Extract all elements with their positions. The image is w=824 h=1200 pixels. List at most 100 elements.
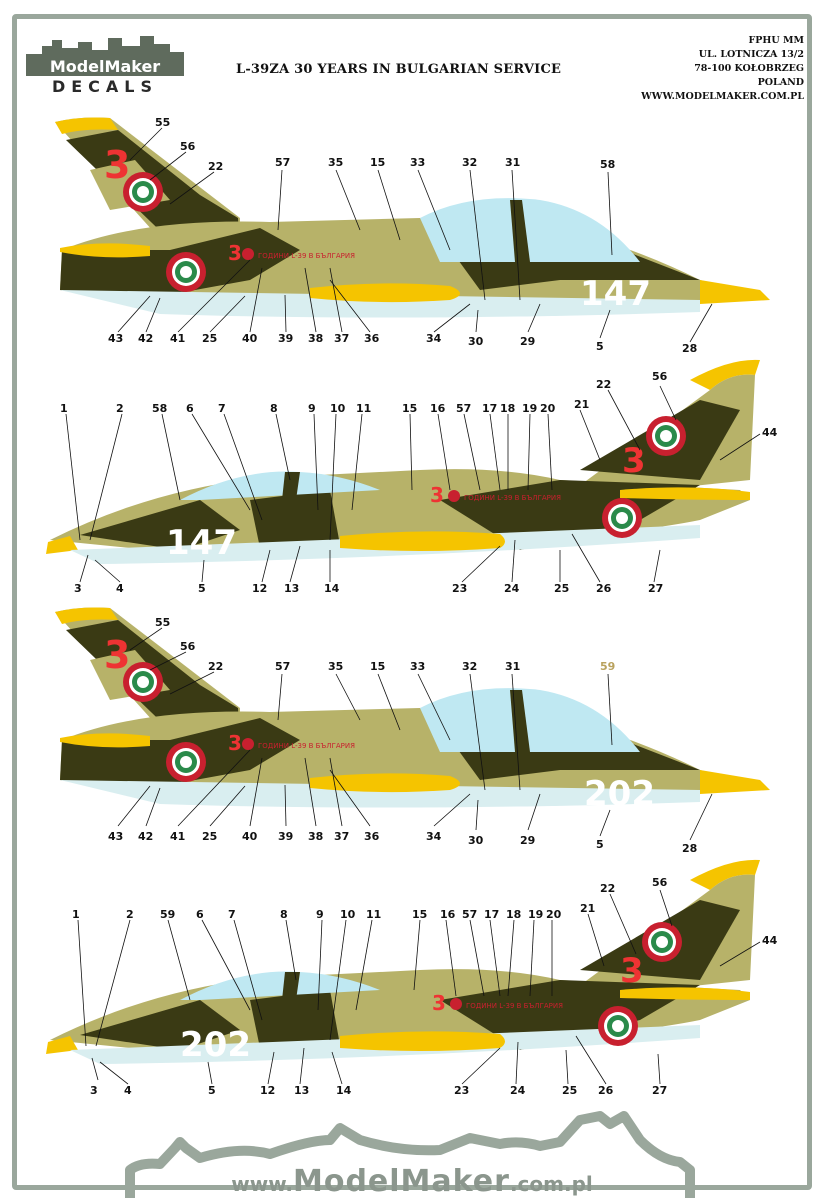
svg-text:29: 29 <box>520 335 535 348</box>
svg-text:23: 23 <box>454 1084 469 1097</box>
footer-skyline <box>125 1111 695 1198</box>
svg-text:44: 44 <box>762 426 778 439</box>
svg-text:25: 25 <box>554 582 569 595</box>
svg-text:59: 59 <box>600 660 615 673</box>
svg-text:8: 8 <box>270 402 278 415</box>
svg-text:15: 15 <box>370 156 385 169</box>
svg-text:4: 4 <box>116 582 124 595</box>
roundel-fuselage <box>602 498 642 538</box>
svg-text:55: 55 <box>155 116 170 129</box>
svg-text:58: 58 <box>152 402 167 415</box>
anniversary-code: 3 <box>432 991 446 1015</box>
roundel-fin <box>123 172 163 212</box>
aircraft-profile-147-right: 3 3 ГОДИНИ L-39 В БЪЛГАРИЯ 147 1 2 58 6 … <box>46 359 778 595</box>
svg-text:2: 2 <box>116 402 124 415</box>
svg-text:24: 24 <box>504 582 520 595</box>
svg-text:29: 29 <box>520 834 535 847</box>
svg-text:56: 56 <box>180 640 196 653</box>
anniversary-inscription: ГОДИНИ L-39 В БЪЛГАРИЯ <box>466 1002 563 1010</box>
svg-text:43: 43 <box>108 830 123 843</box>
svg-text:30: 30 <box>468 834 484 847</box>
roundel-fin <box>646 416 686 456</box>
svg-text:6: 6 <box>186 402 194 415</box>
svg-text:22: 22 <box>208 660 223 673</box>
svg-text:12: 12 <box>252 582 267 595</box>
svg-text:28: 28 <box>682 842 697 855</box>
svg-text:25: 25 <box>202 332 217 345</box>
svg-text:40: 40 <box>242 332 258 345</box>
page-title: L-39ZA 30 YEARS IN BULGARIAN SERVICE <box>236 62 562 77</box>
svg-text:1: 1 <box>60 402 68 415</box>
svg-text:16: 16 <box>440 908 456 921</box>
aircraft-profile-202-left: 3 3 ГОДИНИ L-39 В БЪЛГАРИЯ 202 55 56 22 … <box>55 607 770 855</box>
svg-text:21: 21 <box>580 902 595 915</box>
svg-text:36: 36 <box>364 830 380 843</box>
roundel-fuselage <box>598 1006 638 1046</box>
svg-text:15: 15 <box>370 660 385 673</box>
tail-number: 147 <box>166 523 237 563</box>
svg-text:13: 13 <box>284 582 299 595</box>
svg-text:5: 5 <box>208 1084 216 1097</box>
svg-text:41: 41 <box>170 830 185 843</box>
svg-text:32: 32 <box>462 660 477 673</box>
svg-text:12: 12 <box>260 1084 275 1097</box>
svg-text:33: 33 <box>410 156 425 169</box>
small-roundel <box>450 998 462 1010</box>
svg-text:35: 35 <box>328 156 343 169</box>
modelmaker-logo: ModelMaker DECALS <box>26 36 184 96</box>
svg-text:55: 55 <box>155 616 170 629</box>
svg-text:34: 34 <box>426 332 442 345</box>
svg-text:25: 25 <box>202 830 217 843</box>
svg-text:56: 56 <box>180 140 196 153</box>
roundel-fin <box>123 662 163 702</box>
svg-text:27: 27 <box>648 582 663 595</box>
anniversary-inscription: ГОДИНИ L-39 В БЪЛГАРИЯ <box>258 252 355 260</box>
svg-text:11: 11 <box>356 402 371 415</box>
small-roundel <box>448 490 460 502</box>
fin-code: 3 <box>620 951 644 991</box>
svg-text:40: 40 <box>242 830 258 843</box>
svg-text:57: 57 <box>462 908 477 921</box>
svg-text:42: 42 <box>138 332 153 345</box>
tail-number: 202 <box>180 1025 251 1065</box>
roundel-fin <box>642 922 682 962</box>
svg-text:25: 25 <box>562 1084 577 1097</box>
svg-text:9: 9 <box>308 402 316 415</box>
svg-text:15: 15 <box>412 908 427 921</box>
svg-text:15: 15 <box>402 402 417 415</box>
svg-text:8: 8 <box>280 908 288 921</box>
footer-url[interactable]: www.ModelMaker.com.pl <box>231 1164 593 1199</box>
svg-text:35: 35 <box>328 660 343 673</box>
svg-text:13: 13 <box>294 1084 309 1097</box>
svg-text:14: 14 <box>336 1084 352 1097</box>
page-frame <box>12 14 812 1190</box>
svg-text:57: 57 <box>275 156 290 169</box>
svg-text:22: 22 <box>596 378 611 391</box>
small-roundel <box>242 248 254 260</box>
svg-text:18: 18 <box>500 402 515 415</box>
svg-text:4: 4 <box>124 1084 132 1097</box>
svg-text:42: 42 <box>138 830 153 843</box>
svg-text:17: 17 <box>482 402 497 415</box>
svg-text:38: 38 <box>308 830 323 843</box>
svg-text:57: 57 <box>275 660 290 673</box>
svg-text:59: 59 <box>160 908 175 921</box>
svg-text:6: 6 <box>196 908 204 921</box>
svg-text:58: 58 <box>600 158 615 171</box>
svg-text:43: 43 <box>108 332 123 345</box>
svg-text:31: 31 <box>505 156 520 169</box>
svg-text:ModelMaker: ModelMaker <box>50 57 160 76</box>
svg-text:20: 20 <box>546 908 562 921</box>
svg-text:56: 56 <box>652 370 668 383</box>
svg-text:19: 19 <box>522 402 537 415</box>
svg-text:31: 31 <box>505 660 520 673</box>
svg-text:DECALS: DECALS <box>52 77 158 96</box>
svg-text:19: 19 <box>528 908 543 921</box>
svg-text:10: 10 <box>340 908 356 921</box>
svg-text:37: 37 <box>334 332 349 345</box>
svg-text:11: 11 <box>366 908 381 921</box>
svg-text:21: 21 <box>574 398 589 411</box>
svg-text:7: 7 <box>218 402 226 415</box>
svg-text:39: 39 <box>278 830 293 843</box>
svg-text:39: 39 <box>278 332 293 345</box>
